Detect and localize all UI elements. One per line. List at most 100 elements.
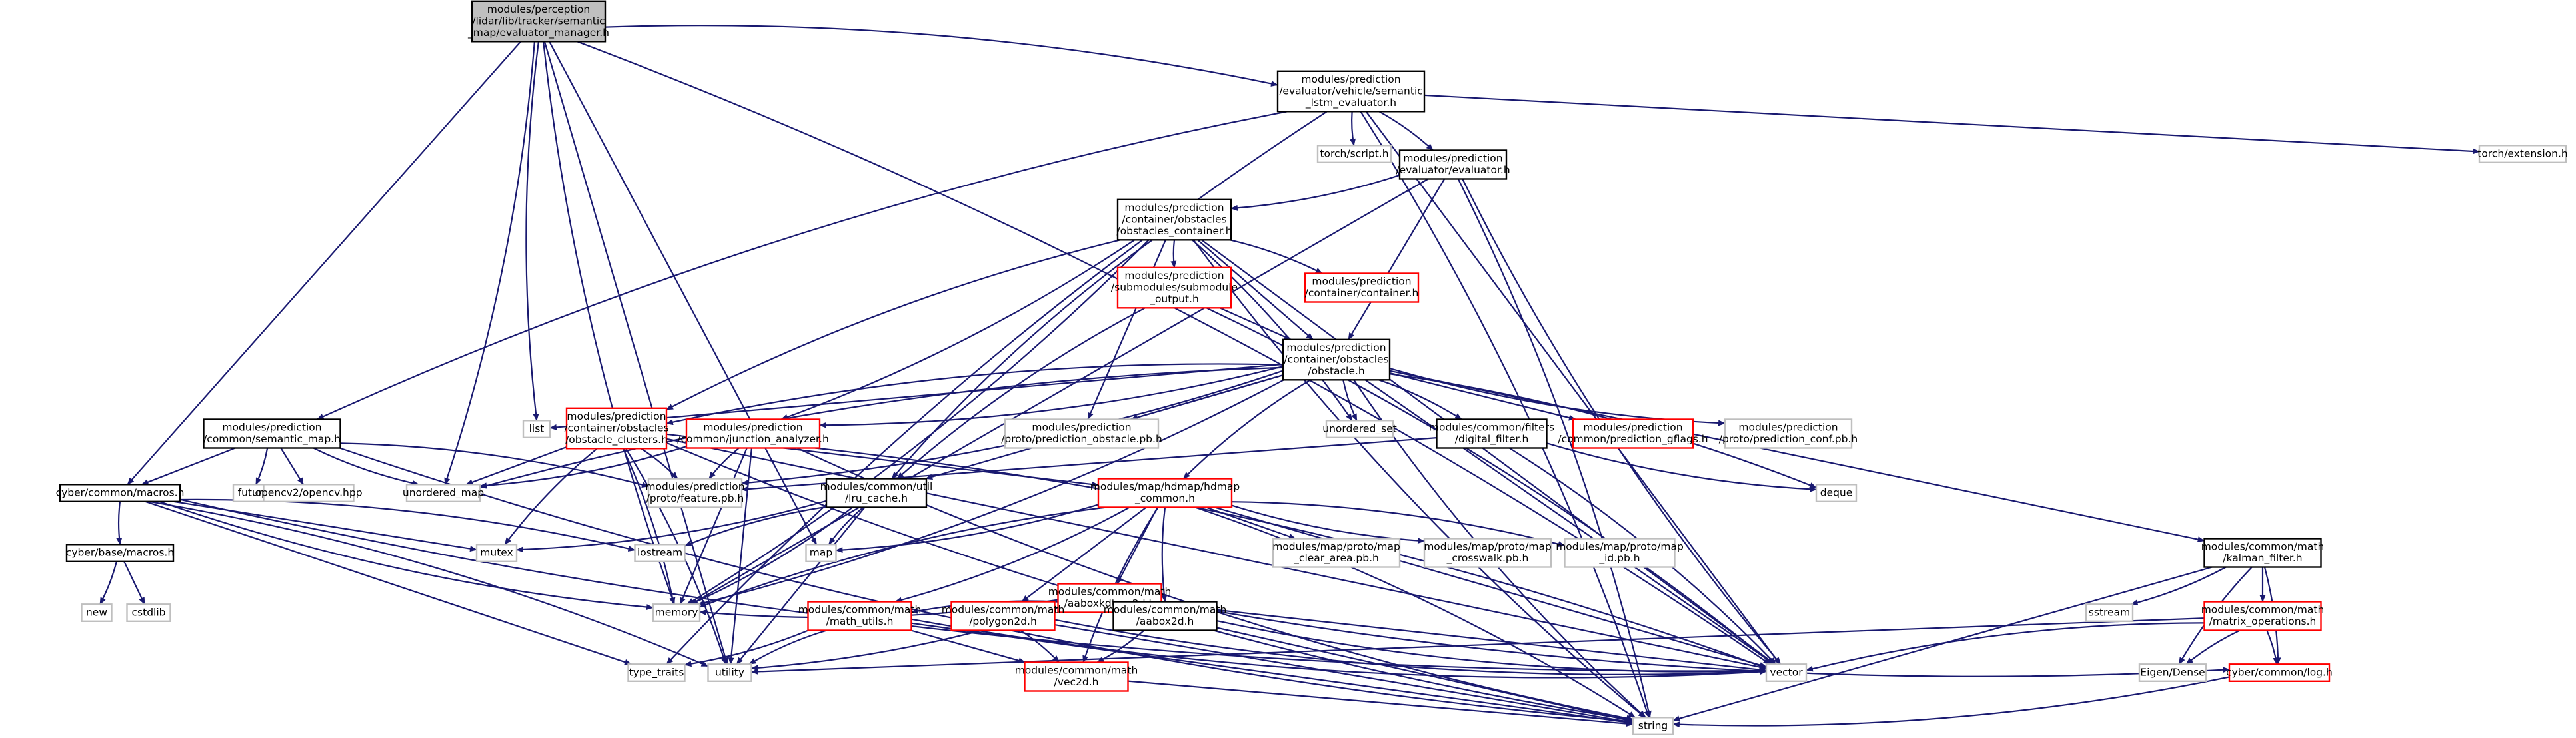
edge-hdmap_common-to-vector (1214, 506, 1767, 668)
edge-hdmap_common-to-map (835, 504, 1099, 554)
node-lru-cache[interactable]: modules/common/util/lru_cache.h (820, 478, 933, 508)
node-deque[interactable]: deque (1815, 484, 1858, 502)
node-clear-area-pb[interactable]: modules/map/proto/map_clear_area.pb.h (1272, 538, 1401, 568)
node-new[interactable]: new (81, 603, 113, 622)
node-label-line: /proto/prediction_conf.pb.h (1719, 433, 1858, 446)
node-semantic-lstm-evaluator[interactable]: modules/prediction/evaluator/vehicle/sem… (1276, 70, 1426, 113)
node-label-line: modules/prediction (1124, 202, 1224, 214)
node-container[interactable]: modules/prediction/container/container.h (1304, 272, 1420, 303)
node-box (2138, 663, 2207, 682)
edge-semantic_lstm_evaluator-to-semantic_map (316, 111, 1288, 420)
node-label-line: cyber/base/macros.h (66, 546, 174, 558)
node-junction-analyzer[interactable]: modules/prediction/common/junction_analy… (677, 418, 829, 449)
node-submodule-output[interactable]: modules/prediction/submodules/submodule_… (1111, 266, 1238, 309)
node-prediction-obstacle-pb[interactable]: modules/prediction/proto/prediction_obst… (1001, 418, 1162, 449)
node-utility[interactable]: utility (707, 663, 752, 682)
edge-obstacle-to-prediction_gflags (1389, 372, 1576, 421)
node-box (1116, 198, 1232, 241)
node-torch-extension[interactable]: torch/extension.h (2477, 145, 2568, 164)
node-label-line: /evaluator/evaluator.h (1396, 164, 1510, 176)
node-aabox2d[interactable]: modules/common/math/aabox2d.h (1104, 601, 1227, 631)
node-label-line: /container/container.h (1305, 287, 1419, 299)
node-log[interactable]: cyber/common/log.h (2226, 663, 2333, 682)
node-prediction-conf-pb[interactable]: modules/prediction/proto/prediction_conf… (1719, 418, 1858, 449)
node-label-line: modules/common/math (942, 604, 1065, 616)
node-kalman-filter[interactable]: modules/common/math/kalman_filter.h (2201, 538, 2325, 568)
node-box (2478, 145, 2567, 164)
edge-digital_filter-to-deque (1546, 442, 1817, 492)
node-label-line: /container/obstacles (564, 422, 668, 434)
node-evaluator-manager[interactable]: modules/perception/lidar/lib/tracker/sem… (467, 0, 609, 43)
node-box (263, 484, 355, 502)
edge-macros-to-iostream (179, 498, 636, 552)
node-cstdlib[interactable]: cstdlib (126, 603, 171, 622)
edge-obstacle-to-memory (698, 379, 1284, 606)
edge-obstacles_container-to-obstacle (1197, 239, 1314, 340)
edge-semantic_map-to-opencv (280, 447, 305, 486)
edge-obstacle_clusters-to-unordered_map (465, 446, 567, 486)
edge-obstacle-to-kalman_filter (1389, 370, 2205, 543)
node-box (647, 478, 743, 508)
node-eigen-dense[interactable]: Eigen/Dense (2138, 663, 2207, 682)
node-box (1632, 717, 1674, 736)
node-label-line: modules/prediction (1301, 73, 1400, 85)
edge-hdmap_common-to-map_id_pb (1231, 501, 1566, 548)
node-box (652, 603, 701, 622)
node-torch-script[interactable]: torch/script.h (1316, 145, 1392, 164)
node-label-line: cstdlib (132, 606, 166, 618)
node-obstacles-container[interactable]: modules/prediction/container/obstacles/o… (1116, 198, 1232, 241)
node-feature-pb[interactable]: modules/prediction/proto/feature.pb.h (645, 478, 745, 508)
node-matrix-operations[interactable]: modules/common/math/matrix_operations.h (2201, 601, 2325, 631)
node-polygon2d[interactable]: modules/common/math/polygon2d.h (942, 601, 1065, 631)
node-evaluator[interactable]: modules/prediction/evaluator/evaluator.h (1396, 149, 1510, 180)
node-label-line: opencv2/opencv.hpp (255, 486, 362, 498)
node-label-line: memory (655, 606, 698, 618)
node-box (950, 601, 1056, 631)
node-label-line: utility (715, 666, 744, 678)
node-unordered-set[interactable]: unordered_set (1322, 420, 1397, 438)
edge-evaluator_manager-to-unordered_map (444, 41, 535, 486)
node-box (1398, 149, 1508, 180)
node-label-line: sstream (2089, 606, 2130, 618)
node-memory[interactable]: memory (652, 603, 701, 622)
edge-evaluator-to-string (1457, 179, 1652, 719)
node-iostream[interactable]: iostream (634, 544, 686, 562)
edge-base_macros-to-new (99, 561, 118, 605)
edge-polygon2d-to-vector (1054, 619, 1767, 675)
node-list[interactable]: list (522, 420, 551, 438)
edge-obstacle-to-vector (1364, 379, 1775, 665)
edge-math_utils-to-vec2d (910, 629, 1026, 664)
node-digital-filter[interactable]: modules/common/filters/digital_filter.h (1429, 418, 1554, 449)
node-label-line: /common/semantic_map.h (203, 433, 341, 446)
node-label-line: _id.pb.h (1598, 552, 1640, 565)
node-opencv[interactable]: opencv2/opencv.hpp (255, 484, 363, 502)
node-string[interactable]: string (1632, 717, 1674, 736)
node-semantic-map[interactable]: modules/prediction/common/semantic_map.h (203, 418, 341, 449)
node-crosswalk-pb[interactable]: modules/map/proto/map_crosswalk.pb.h (1423, 538, 1552, 568)
node-mutex[interactable]: mutex (475, 544, 518, 562)
node-map[interactable]: map (805, 544, 837, 562)
node-label-line: torch/script.h (1320, 147, 1388, 159)
node-sstream[interactable]: sstream (2085, 603, 2134, 622)
node-hdmap-common[interactable]: modules/map/hdmap/hdmap_common.h (1090, 478, 1240, 508)
node-label-line: /common/junction_analyzer.h (677, 433, 829, 446)
node-box (825, 478, 928, 508)
node-base-macros[interactable]: cyber/base/macros.h (65, 544, 175, 562)
edge-hdmap_common-to-math_utils (894, 506, 1130, 603)
node-obstacle[interactable]: modules/prediction/container/obstacles/o… (1282, 338, 1391, 381)
node-box (627, 663, 686, 682)
node-vec2d[interactable]: modules/common/math/vec2d.h (1015, 661, 1138, 692)
node-label-line: modules/map/proto/map (1424, 541, 1552, 553)
node-vector[interactable]: vector (1765, 663, 1808, 682)
node-prediction-gflags[interactable]: modules/prediction/common/prediction_gfl… (1558, 418, 1708, 449)
node-label-line: modules/map/proto/map (1556, 541, 1684, 553)
node-macros[interactable]: cyber/common/macros.h (56, 484, 185, 502)
node-math-utils[interactable]: modules/common/math/math_utils.h (798, 601, 922, 631)
node-label-line: modules/prediction (567, 410, 666, 422)
node-unordered-map[interactable]: unordered_map (403, 484, 484, 502)
edge-obstacles_container-to-container (1230, 239, 1323, 274)
node-type-traits[interactable]: type_traits (627, 663, 686, 682)
node-map-id-pb[interactable]: modules/map/proto/map_id.pb.h (1556, 538, 1684, 568)
node-obstacle-clusters[interactable]: modules/prediction/container/obstacles/o… (564, 407, 669, 450)
